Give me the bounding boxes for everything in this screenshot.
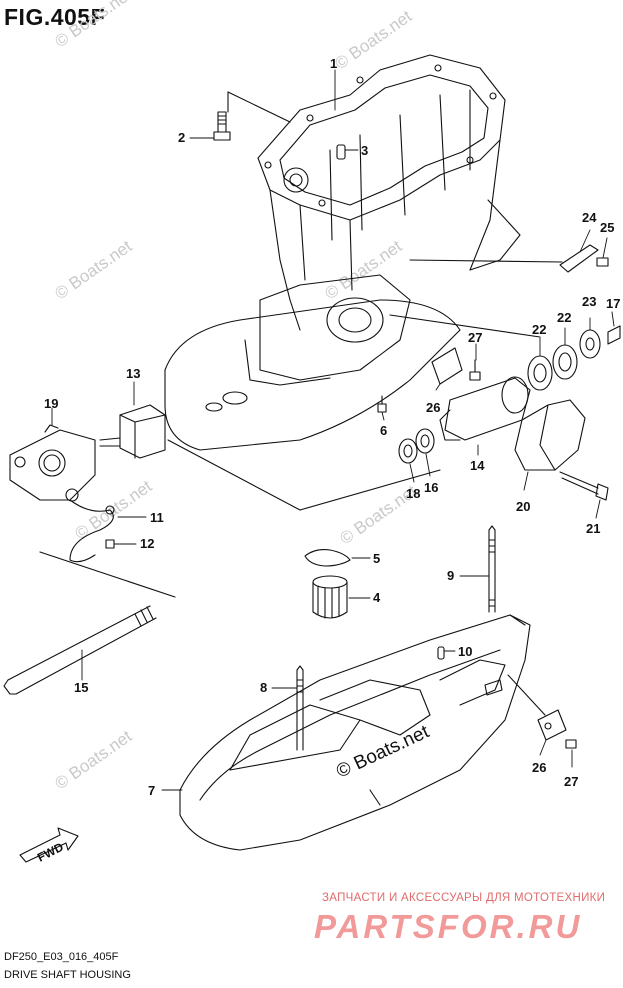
bracket-part-19 <box>9 424 96 502</box>
part-label-24: 24 <box>582 210 597 225</box>
part-label-9: 9 <box>447 568 454 583</box>
ground-wire-part-11 <box>69 499 115 563</box>
main-watermark: © Boats.net <box>333 721 433 782</box>
clamp-part-20 <box>514 399 586 471</box>
part-label-27-lower: 27 <box>564 774 578 789</box>
part-label-18: 18 <box>406 486 420 501</box>
figure-name: DRIVE SHAFT HOUSING <box>4 969 131 981</box>
part-label-15: 15 <box>74 680 88 695</box>
bolt-part-2 <box>213 111 231 141</box>
watermark-3: © Boats.net <box>51 236 135 303</box>
part-label-22b: 22 <box>557 310 571 325</box>
plate-part-26-lower <box>537 709 567 741</box>
bolt-part-21 <box>559 471 609 501</box>
part-label-5: 5 <box>373 551 380 566</box>
watermark-1: © Boats.net <box>51 0 135 51</box>
part-label-22a: 22 <box>532 322 546 337</box>
part-label-11: 11 <box>150 510 164 525</box>
part-label-2: 2 <box>178 130 185 145</box>
clip-part-24 <box>559 244 599 273</box>
part-label-21: 21 <box>586 521 600 536</box>
screw-part-25 <box>596 257 609 267</box>
long-stud-part-15 <box>3 551 176 695</box>
part-label-8: 8 <box>260 680 267 695</box>
part-label-4: 4 <box>373 590 381 605</box>
part-label-7: 7 <box>148 783 155 798</box>
part-label-20: 20 <box>516 499 530 514</box>
part-label-26-upper: 26 <box>426 400 440 415</box>
dowel-pin-part-3 <box>336 144 346 160</box>
part-label-17: 17 <box>606 296 620 311</box>
fwd-arrow-icon <box>19 827 79 863</box>
part-label-14: 14 <box>470 458 485 473</box>
figure-title: FIG.405F <box>4 4 106 30</box>
part-label-12: 12 <box>140 536 154 551</box>
watermark-4: © Boats.net <box>321 236 405 303</box>
part-label-19: 19 <box>44 396 58 411</box>
stud-part-9 <box>488 525 496 613</box>
part-label-10: 10 <box>458 644 472 659</box>
washer-part-22b <box>552 344 578 380</box>
nut-part-17 <box>607 325 621 345</box>
dowel-pin-part-10 <box>437 646 445 660</box>
screw-part-6 <box>377 395 387 413</box>
promo-tagline: ЗАПЧАСТИ И АКСЕССУАРЫ ДЛЯ МОТОТЕХНИКИ <box>322 892 606 904</box>
part-label-3: 3 <box>361 143 368 158</box>
mount-part-13 <box>99 404 166 459</box>
bushing-part-14 <box>439 376 531 441</box>
part-label-16: 16 <box>424 480 438 495</box>
watermark-7: © Boats.net <box>51 726 135 793</box>
screw-part-27-lower <box>565 739 577 749</box>
part-label-13: 13 <box>126 366 140 381</box>
stud-part-8 <box>296 665 304 751</box>
leader-lines <box>51 69 615 791</box>
ring-part-18 <box>398 438 418 464</box>
part-label-27-upper: 27 <box>468 330 482 345</box>
ring-part-16 <box>415 428 435 454</box>
washer-part-22a <box>527 355 553 391</box>
promo-brand-logo: PARTSFOR.RU <box>314 908 583 945</box>
oring-part-5 <box>304 549 351 567</box>
part-label-25: 25 <box>600 220 614 235</box>
washer-part-23 <box>579 329 601 359</box>
plate-part-26-upper <box>431 347 463 385</box>
screw-part-27-upper <box>469 359 481 381</box>
part-numbers: 1 2 3 4 5 6 7 8 9 10 11 12 13 14 15 16 1… <box>44 56 620 798</box>
watermarks: © Boats.net © Boats.net © Boats.net © Bo… <box>51 0 420 793</box>
bolt-part-12 <box>105 539 115 549</box>
lower-housing-part-7 <box>179 614 546 851</box>
figure-code: DF250_E03_016_405F <box>4 951 119 963</box>
coupler-part-4 <box>312 575 348 619</box>
part-label-1: 1 <box>330 56 337 71</box>
part-label-6: 6 <box>380 423 387 438</box>
drive-shaft-housing-upper <box>164 54 563 511</box>
part-label-26-lower: 26 <box>532 760 546 775</box>
part-label-23: 23 <box>582 294 596 309</box>
